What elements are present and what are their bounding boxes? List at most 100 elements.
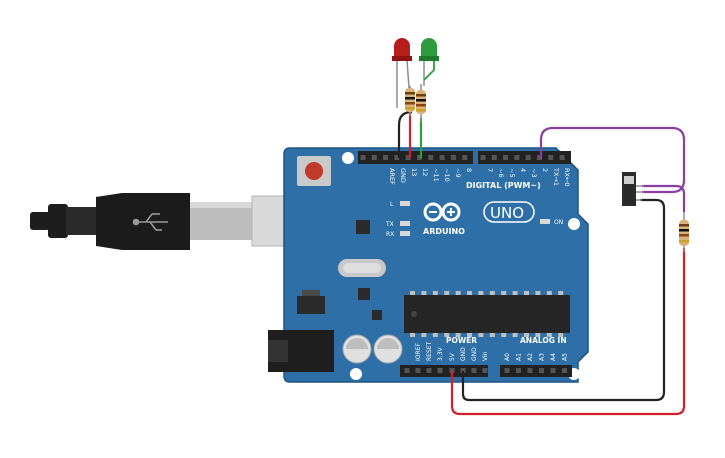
header-pin[interactable] (491, 155, 497, 160)
digital-pin-label: ~10 (443, 168, 451, 182)
digital-pin-label: RX←0 (563, 168, 571, 187)
analog-pin-label: A4 (550, 353, 557, 361)
chip-pin (501, 291, 507, 295)
resistor[interactable] (416, 84, 426, 122)
chip-pin (535, 333, 541, 337)
analog-pin-label: A5 (562, 353, 569, 361)
reset-button[interactable] (297, 156, 331, 186)
chip-pin (421, 333, 427, 337)
header-pin[interactable] (371, 155, 377, 160)
usb-icon (132, 213, 168, 231)
header-pin[interactable] (480, 155, 486, 160)
header-pin[interactable] (404, 368, 410, 373)
usb-cable[interactable] (30, 193, 293, 250)
header-pin[interactable] (394, 155, 400, 160)
header-pin[interactable] (426, 368, 432, 373)
header-pin[interactable] (383, 155, 389, 160)
chip-pin (512, 291, 518, 295)
digital-pin-label: AREF (388, 168, 396, 185)
analog-pin-label: A1 (516, 353, 523, 361)
chip-pin (455, 291, 461, 295)
wire-purple-2[interactable] (539, 126, 686, 212)
header-pin[interactable] (539, 368, 544, 373)
header-pin[interactable] (439, 155, 445, 160)
wire-red-5v[interactable] (450, 248, 686, 416)
digital-pin-label: 13 (410, 168, 418, 176)
header-pin[interactable] (537, 155, 542, 160)
chip-pin (489, 333, 495, 337)
power-header-label: POWER (446, 336, 477, 345)
power-pin-label: 5V (449, 352, 456, 361)
brand-label: ARDUINO (423, 227, 465, 236)
capacitor (342, 334, 372, 364)
header-pin[interactable] (405, 155, 411, 160)
small-chip (358, 288, 370, 300)
svg-text:TX: TX (385, 221, 394, 228)
analog-pin-label: A2 (527, 353, 534, 361)
model-badge (483, 201, 535, 223)
chip-pin (558, 291, 564, 295)
digital-pin-label: 12 (421, 168, 429, 176)
resistor[interactable] (405, 86, 415, 116)
digital-pin-label: 8 (465, 168, 473, 172)
header-pin[interactable] (550, 368, 556, 373)
analog-header (500, 365, 572, 377)
header-pin[interactable] (525, 155, 531, 160)
model-label: UNO (490, 204, 524, 222)
header-pin[interactable] (482, 368, 488, 373)
slide-switch[interactable] (622, 172, 644, 206)
header-pin[interactable] (460, 368, 466, 373)
power-header (400, 365, 488, 377)
header-pin[interactable] (415, 368, 421, 373)
atmega-chip (404, 295, 570, 333)
header-pin[interactable] (503, 155, 509, 160)
header-pin[interactable] (471, 368, 477, 373)
analog-pin-label: A0 (504, 353, 511, 361)
chip-pin (421, 291, 427, 295)
header-pin[interactable] (360, 155, 366, 160)
chip-pin (467, 333, 472, 337)
header-pin[interactable] (527, 368, 533, 373)
chip-pin (444, 291, 450, 295)
power-pin-label: Vin (482, 351, 489, 361)
led-green[interactable] (419, 38, 439, 86)
power-pin-label: RESET (426, 341, 433, 361)
chip-pin (501, 333, 507, 337)
led-label-on: ON (540, 219, 563, 226)
header-pin[interactable] (504, 368, 510, 373)
digital-pin-label: ~3 (530, 168, 538, 178)
chip-pin (535, 291, 541, 295)
digital-pin-label: ~6 (497, 168, 505, 178)
svg-text:ON: ON (554, 219, 563, 226)
header-pin[interactable] (548, 155, 554, 160)
chip-pin (512, 333, 518, 337)
crystal (338, 259, 386, 277)
power-pin-label: 3.3V (437, 346, 444, 361)
resistor[interactable] (679, 212, 689, 252)
wire-black-gnd-switch[interactable] (461, 198, 666, 402)
header-pin[interactable] (462, 155, 468, 160)
chip-pin (432, 333, 438, 337)
power-jack (268, 330, 334, 372)
digital-pin-label: GND (399, 168, 407, 183)
chip-pin (410, 333, 415, 337)
led-label-l: L (390, 201, 410, 208)
chip-pin (432, 291, 438, 295)
header-pin[interactable] (562, 368, 567, 373)
header-pin[interactable] (449, 368, 455, 373)
digital-pin-label: ~9 (454, 168, 462, 178)
header-pin[interactable] (514, 155, 520, 160)
usb-chip (356, 220, 370, 234)
header-pin[interactable] (559, 155, 565, 160)
header-pin[interactable] (437, 368, 443, 373)
header-pin[interactable] (516, 368, 521, 373)
led-label-tx: TX (385, 221, 410, 228)
chip-pin (467, 291, 472, 295)
svg-text:L: L (390, 201, 394, 208)
header-pin[interactable] (417, 155, 422, 160)
header-pin[interactable] (450, 155, 456, 160)
header-pin[interactable] (428, 155, 434, 160)
chip-pin (478, 291, 484, 295)
